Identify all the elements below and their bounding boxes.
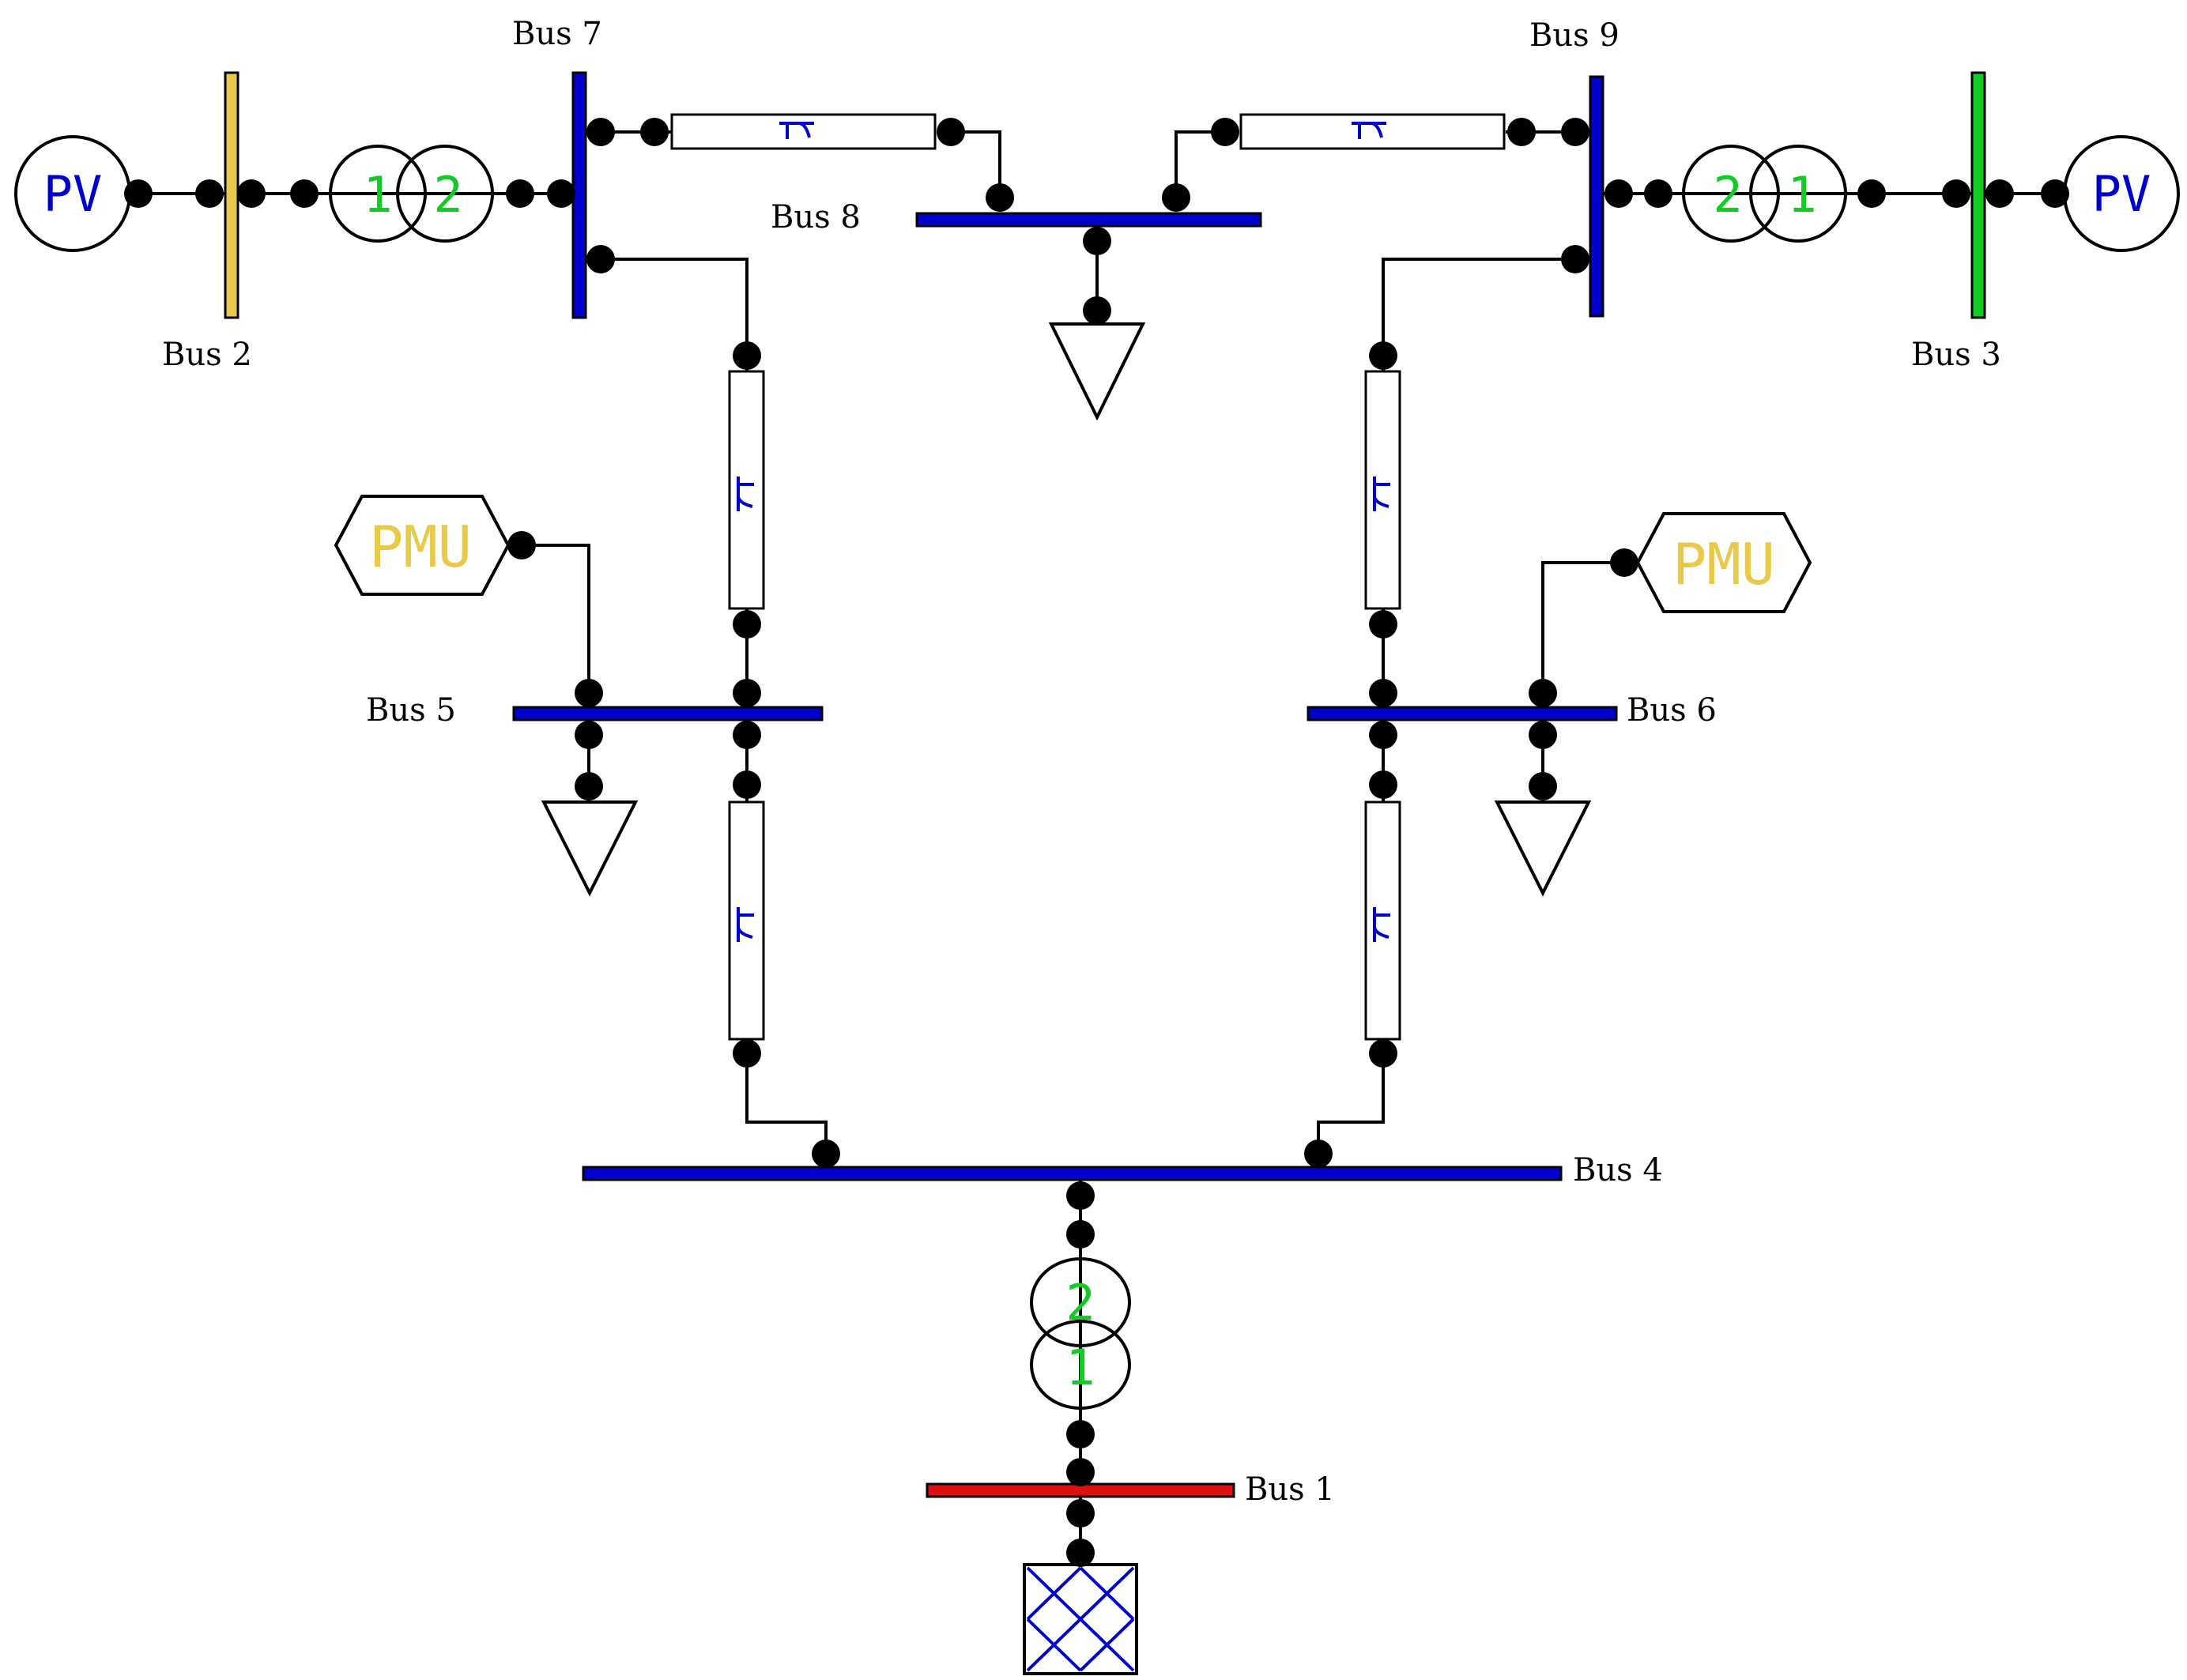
line-9-6[interactable] [1364,370,1401,610]
bus4-bar[interactable] [582,1166,1563,1181]
generator-left[interactable]: PV [14,135,131,252]
transformer-right-winding-b [1749,145,1847,243]
bus6-bar[interactable] [1307,706,1618,721]
bus-labels: Bus 7 Bus 9 Bus 8 Bus 2 Bus 3 Bus 5 Bus … [162,16,2001,1508]
line-6-4[interactable] [1364,800,1401,1041]
transformer-left-label-a: 1 [363,166,392,224]
transformer-bottom-winding-a [1030,1257,1131,1347]
bus9-bar[interactable] [1589,75,1604,318]
pi-line-icon [1373,477,1390,511]
bus4-label: Bus 4 [1573,1152,1663,1188]
bus1-label: Bus 1 [1245,1471,1335,1508]
bus6-label: Bus 6 [1627,692,1717,729]
transmission-lines [670,113,1506,1041]
bus3-bar[interactable] [1970,71,1986,319]
transformer-left[interactable] [329,145,494,243]
transformer-bottom-label-a: 2 [1065,1274,1095,1332]
pmu-left-label: PMU [369,514,472,580]
transformer-right[interactable] [1682,145,1847,243]
pmu-left[interactable]: PMU [334,495,511,596]
transformer-left-winding-a [329,145,427,243]
line-7-5[interactable] [728,370,765,610]
line-8-9[interactable] [1239,113,1506,150]
generator-right-label: PV [2092,165,2151,223]
connection-nodes [124,118,2069,1567]
pi-line-icon [737,907,754,942]
transformer-right-winding-a [1682,145,1780,243]
pmu-right-icon [1635,512,1812,613]
generator-right[interactable]: PV [2063,135,2180,252]
pmu-right[interactable]: PMU [1635,512,1812,613]
bus3-label: Bus 3 [1911,337,2001,373]
transformer-bottom[interactable] [1030,1257,1131,1410]
bus9-label: Bus 9 [1529,17,1620,54]
loads [541,322,1592,897]
transformer-right-label-b: 1 [1787,166,1816,224]
pi-line-icon [779,122,814,139]
load-bus5-icon[interactable] [541,800,639,897]
pi-line-icon [1373,907,1390,942]
pi-line-icon [1352,122,1386,139]
bus5-bar[interactable] [512,706,824,721]
bus2-label: Bus 2 [162,337,252,373]
generator-left-label: PV [43,165,103,223]
grid-hatch-icon [1026,1566,1135,1672]
line-5-4[interactable] [728,800,765,1041]
bus2-bar[interactable] [224,71,239,319]
transformer-right-label-a: 2 [1713,166,1742,224]
pmu-right-label: PMU [1672,531,1775,597]
bus7-label: Bus 7 [512,16,602,52]
load-bus6-icon[interactable] [1494,800,1592,897]
load-bus8-icon[interactable] [1048,322,1146,421]
bus5-label: Bus 5 [366,692,456,729]
bus8-bar[interactable] [915,212,1262,228]
bus8-label: Bus 8 [771,199,861,235]
bus-bars [224,71,1986,1498]
line-7-8[interactable] [670,113,937,150]
transformer-bottom-label-b: 1 [1065,1339,1095,1396]
transformer-left-winding-b [396,145,494,243]
pi-line-icon [737,477,754,511]
transformer-bottom-winding-b [1030,1320,1131,1410]
transformer-left-label-b: 2 [433,166,462,224]
slack-source[interactable] [1023,1563,1138,1675]
